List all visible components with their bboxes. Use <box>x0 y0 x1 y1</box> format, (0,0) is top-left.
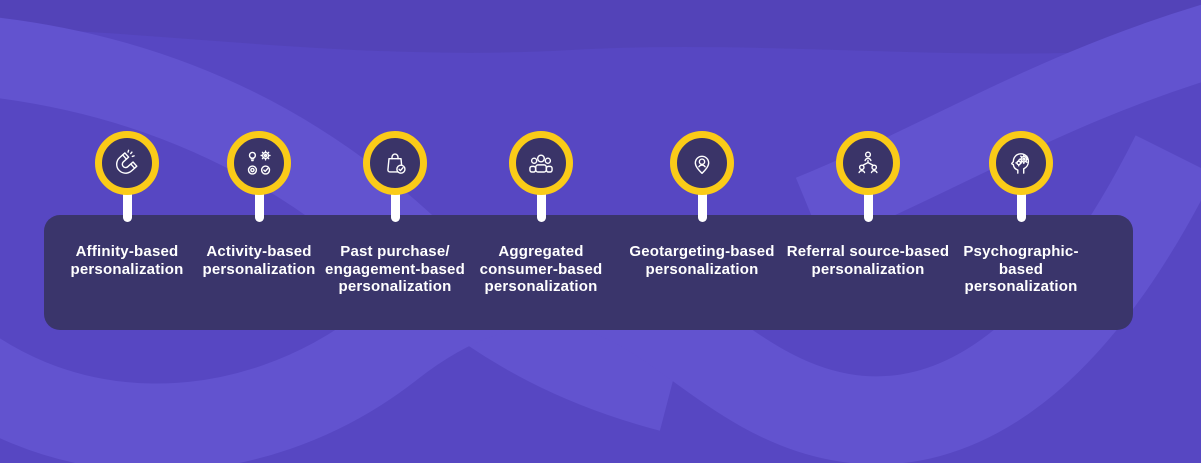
item-circle <box>670 131 734 195</box>
label-line: Referral source-based <box>786 243 950 260</box>
label-line: Geotargeting-based <box>629 243 775 260</box>
label-line: consumer-based <box>479 260 603 278</box>
personalization-item-aggregated: Aggregated consumer-based personalizatio… <box>453 0 629 463</box>
shopping-bag-check-icon <box>387 153 406 174</box>
personalization-item-referral: Referral source-based personalization <box>780 0 956 463</box>
item-label: Past purchase/ engagement-based personal… <box>307 243 483 296</box>
head-gears-icon <box>1011 153 1030 174</box>
label-line: personalization <box>645 260 759 278</box>
label-line: personalization <box>484 278 598 295</box>
connector-stem <box>863 188 873 222</box>
label-line: personalization <box>202 260 316 278</box>
magnet-icon <box>116 149 138 174</box>
item-circle <box>989 131 1053 195</box>
connector-stem <box>1016 188 1026 222</box>
label-line: engagement-based <box>325 260 465 278</box>
personalization-item-psychographic: Psychographic- based personalization <box>933 0 1109 463</box>
personalization-item-geotargeting: Geotargeting-based personalization <box>614 0 790 463</box>
personalization-item-affinity: Affinity-based personalization <box>39 0 215 463</box>
item-label: Aggregated consumer-based personalizatio… <box>453 243 629 296</box>
item-circle <box>95 131 159 195</box>
location-pin-icon <box>694 155 710 175</box>
item-circle <box>836 131 900 195</box>
personalization-item-activity: Activity-based personalization <box>171 0 347 463</box>
item-label: Activity-based personalization <box>171 243 347 278</box>
personalization-item-past-purchase: Past purchase/ engagement-based personal… <box>307 0 483 463</box>
label-line: personalization <box>70 260 184 278</box>
item-label: Psychographic- based personalization <box>933 243 1109 296</box>
item-circle <box>227 131 291 195</box>
label-line: personalization <box>811 260 925 278</box>
label-line: personalization <box>338 278 452 295</box>
label-line: personalization <box>964 278 1078 295</box>
connector-stem <box>254 188 264 222</box>
connector-stem <box>697 188 707 222</box>
referral-network-icon <box>858 151 878 174</box>
label-line: Aggregated <box>498 243 584 260</box>
label-line: Past purchase/ <box>340 243 450 260</box>
people-group-icon <box>529 154 553 173</box>
item-circle <box>363 131 427 195</box>
label-line: based <box>998 260 1044 278</box>
item-circle <box>509 131 573 195</box>
connector-stem <box>122 188 132 222</box>
item-label: Geotargeting-based personalization <box>614 243 790 278</box>
label-line: Activity-based <box>206 243 312 260</box>
label-line: Affinity-based <box>75 243 179 260</box>
connector-stem <box>390 188 400 222</box>
label-line: Psychographic- <box>963 243 1079 260</box>
activity-grid-icon <box>247 150 271 175</box>
item-label: Referral source-based personalization <box>780 243 956 278</box>
connector-stem <box>536 188 546 222</box>
info-bar <box>44 215 1133 330</box>
item-label: Affinity-based personalization <box>39 243 215 278</box>
